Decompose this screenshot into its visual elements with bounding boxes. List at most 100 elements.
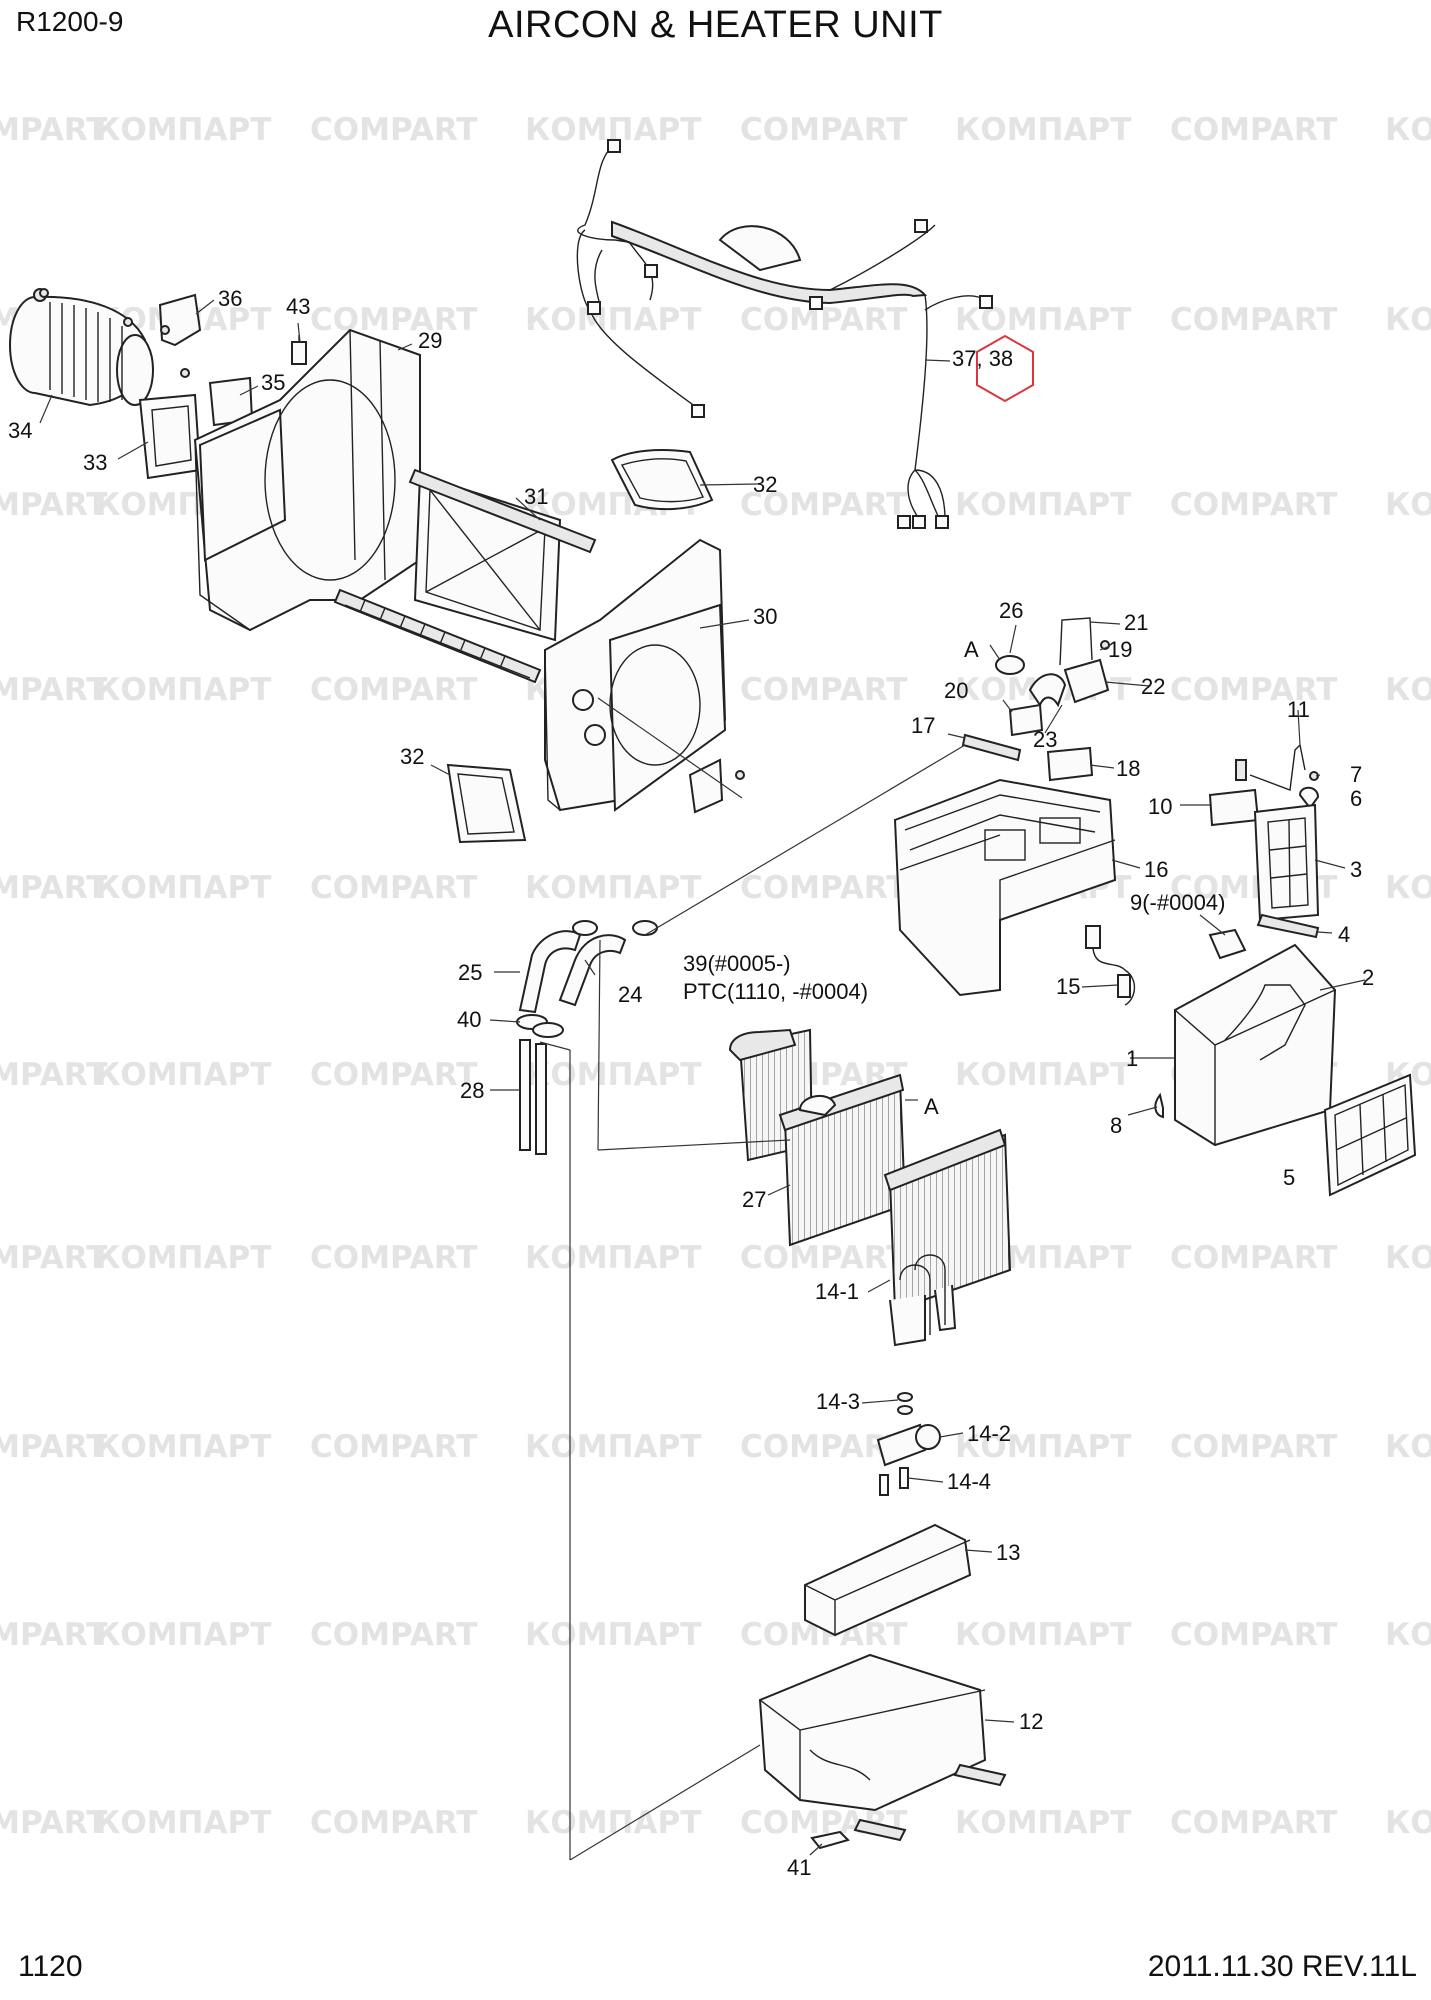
watermark-text: COMPART <box>310 1805 477 1841</box>
callout-35: 35 <box>261 370 285 395</box>
watermark-text: COMPART <box>1170 1240 1337 1276</box>
watermark-layer: COMPARTКОМПАРТCOMPARTКОМПАРТCOMPARTКОМПА… <box>0 112 1431 1841</box>
watermark-text: COMPART <box>0 1617 107 1653</box>
callout-18: 18 <box>1116 756 1140 781</box>
watermark-text: COMPART <box>310 672 477 708</box>
callout-3: 3 <box>1350 857 1362 882</box>
lower-case-1-2 <box>1174 943 1337 1147</box>
watermark-text: COMPART <box>310 1429 477 1465</box>
callout-ref-a-mid: A <box>924 1094 939 1119</box>
fresh-air-filter-31 <box>333 468 597 684</box>
callout-8: 8 <box>1110 1113 1122 1138</box>
sensor-9 <box>1208 928 1247 960</box>
callout-19: 19 <box>1108 637 1132 662</box>
watermark-text: COMPART <box>310 1617 477 1653</box>
callout-43: 43 <box>286 294 310 319</box>
callout-1: 1 <box>1126 1046 1138 1071</box>
callout-30: 30 <box>753 604 777 629</box>
sensor-15 <box>1085 925 1136 1006</box>
watermark-text: COMPART <box>0 1805 107 1841</box>
callout-28: 28 <box>460 1078 484 1103</box>
watermark-text: КОМПАРТ <box>1385 302 1431 338</box>
callout-16: 16 <box>1144 857 1168 882</box>
watermark-text: COMPART <box>1170 302 1337 338</box>
door-3 <box>1253 803 1320 922</box>
clip-41 <box>810 1830 850 1850</box>
clamp-40 <box>516 1014 564 1038</box>
watermark-text: COMPART <box>310 112 477 148</box>
watermark-text: COMPART <box>310 1057 477 1093</box>
hose-25 <box>518 930 582 1014</box>
filter-5 <box>1323 1073 1417 1197</box>
clip-8 <box>1154 1092 1164 1119</box>
watermark-text: КОМПАРТ <box>95 1805 271 1841</box>
watermark-text: КОМПАРТ <box>95 1057 271 1093</box>
drain-pan-12 <box>758 1653 1007 1842</box>
evaporator-case-16 <box>893 778 1117 997</box>
watermark-text: КОМПАРТ <box>1385 672 1431 708</box>
callout-ref-a-top: A <box>964 637 979 662</box>
watermark-text: КОМПАРТ <box>955 1617 1131 1653</box>
callout-27: 27 <box>742 1187 766 1212</box>
watermark-text: COMPART <box>0 1429 107 1465</box>
watermark-text: КОМПАРТ <box>955 487 1131 523</box>
watermark-text: КОМПАРТ <box>1385 870 1431 906</box>
watermark-text: КОМПАРТ <box>95 1240 271 1276</box>
callout-24: 24 <box>618 982 642 1007</box>
hose-23 <box>1028 673 1067 708</box>
watermark-text: COMPART <box>740 1240 907 1276</box>
watermark-text: КОМПАРТ <box>95 1617 271 1653</box>
watermark-text: КОМПАРТ <box>95 870 271 906</box>
callout-23: 23 <box>1033 727 1057 752</box>
watermark-text: COMPART <box>0 1057 107 1093</box>
watermark-text: COMPART <box>1170 1429 1337 1465</box>
callout-17: 17 <box>911 713 935 738</box>
watermark-text: COMPART <box>0 112 107 148</box>
callout-15: 15 <box>1056 974 1080 999</box>
callout-37-38: 37, 38 <box>952 346 1013 371</box>
callout-4: 4 <box>1338 922 1350 947</box>
callout-7: 7 <box>1350 762 1362 787</box>
callout-21: 21 <box>1124 610 1148 635</box>
watermark-text: КОМПАРТ <box>525 870 701 906</box>
callout-14-1: 14-1 <box>815 1279 859 1304</box>
evaporator-14-1 <box>883 1128 1012 1347</box>
callout-14-3: 14-3 <box>816 1389 860 1414</box>
callout-20: 20 <box>944 678 968 703</box>
leader-lines <box>39 299 1366 1861</box>
screws-left <box>39 288 190 378</box>
callout-11: 11 <box>1287 697 1310 722</box>
watermark-text: КОМПАРТ <box>1385 1805 1431 1841</box>
page-title: AIRCON & HEATER UNIT <box>488 4 943 46</box>
watermark-text: COMPART <box>0 487 107 523</box>
callout-9: 9(-#0004) <box>1130 890 1225 915</box>
callout-39-ptc: PTC(1110, -#0004) <box>683 979 868 1004</box>
seal-4 <box>1256 913 1320 939</box>
bracket-21 <box>1059 617 1093 666</box>
watermark-text: КОМПАРТ <box>525 1429 701 1465</box>
watermark-text: COMPART <box>0 1240 107 1276</box>
blower-case-30 <box>544 538 745 814</box>
resistor-36 <box>158 293 202 347</box>
watermark-text: COMPART <box>0 870 107 906</box>
watermark-text: COMPART <box>1170 672 1337 708</box>
watermark-text: КОМПАРТ <box>1385 112 1431 148</box>
relay-18 <box>1046 746 1094 782</box>
actuator-22 <box>1063 658 1110 704</box>
watermark-text: COMPART <box>0 672 107 708</box>
callout-2: 2 <box>1362 965 1374 990</box>
cover-13 <box>804 1523 972 1637</box>
rod-11 <box>1249 743 1306 791</box>
watermark-text: COMPART <box>1170 1805 1337 1841</box>
callout-10: 10 <box>1148 794 1172 819</box>
callout-41: 41 <box>787 1855 811 1880</box>
callout-5: 5 <box>1283 1165 1295 1190</box>
gasket-32-top <box>610 449 714 511</box>
callout-36: 36 <box>218 286 242 311</box>
clamps-hoses <box>572 920 658 936</box>
callout-26: 26 <box>999 598 1023 623</box>
highlight-hexagon <box>976 334 1034 403</box>
expansion-valve-14-2 <box>876 1423 941 1467</box>
callout-14-2: 14-2 <box>967 1421 1011 1446</box>
